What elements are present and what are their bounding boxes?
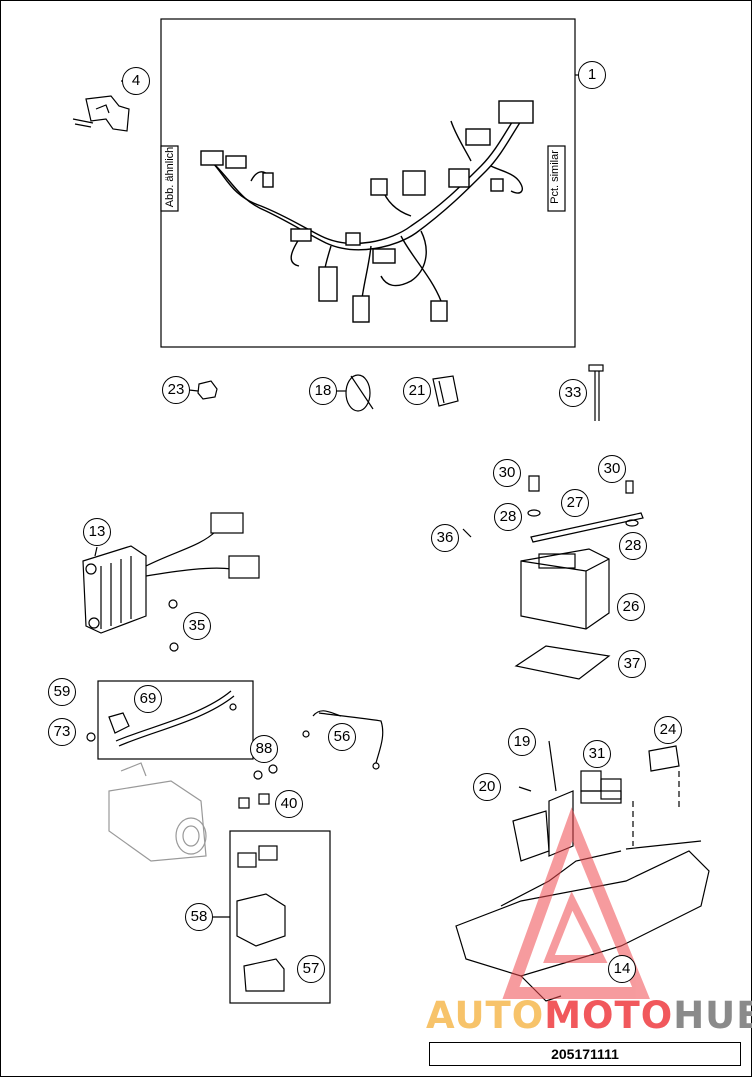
callout-59: 59 [48,678,76,706]
part-23-connector [188,380,218,400]
watermark-text: AUTOMOTOHUB [426,994,752,1037]
harness-right-tab [547,145,566,212]
callout-13: 13 [83,518,111,546]
part-40-fuses [238,793,270,809]
callout-24: 24 [654,716,682,744]
watermark-hub: HUB [673,994,752,1037]
part-88-caps [253,764,278,780]
callout-30-left: 30 [493,459,521,487]
wiring-harness [200,100,534,323]
callout-73: 73 [48,718,76,746]
callout-58: 58 [185,903,213,931]
starter-motor [108,762,207,862]
callout-56: 56 [328,723,356,751]
callout-14: 14 [608,955,636,983]
callout-27: 27 [561,489,589,517]
part-18-cable-tie [335,374,374,412]
callout-31: 31 [583,740,611,768]
callout-30-right: 30 [598,455,626,483]
callout-23: 23 [162,376,190,404]
part-33-probe [588,364,604,421]
callout-88: 88 [250,735,278,763]
part-number: 205171111 [429,1042,741,1066]
part-56-cable [302,710,384,770]
callout-40: 40 [275,790,303,818]
watermark-triangle [502,807,650,999]
callout-4: 4 [122,67,150,95]
callout-21: 21 [403,377,431,405]
part-59-cable [108,690,237,747]
callout-19: 19 [508,728,536,756]
battery-assembly [462,475,644,630]
callout-37: 37 [618,650,646,678]
callout-57: 57 [297,955,325,983]
part-21-cap [432,375,459,407]
harness-label-left: Abb. ähnlich [164,146,176,208]
part-59-frame [97,680,254,760]
part-37-pad [514,645,611,680]
callout-69: 69 [134,685,162,713]
part-13-regulator [82,512,260,652]
callout-28-right: 28 [619,532,647,560]
watermark-moto: MOTO [544,994,674,1037]
callout-1: 1 [578,61,606,89]
callout-20: 20 [473,773,501,801]
part-4-bracket [72,80,139,132]
watermark-auto: AUTO [426,994,545,1037]
callout-18: 18 [309,377,337,405]
part-14-battery-box [455,740,710,1002]
callout-26: 26 [617,593,645,621]
callout-28-left: 28 [494,503,522,531]
callout-33: 33 [559,379,587,407]
part-73-nut [86,732,96,742]
harness-label-right: Pct. similar [549,150,561,204]
callout-35: 35 [183,612,211,640]
harness-left-tab [160,145,179,212]
part-58-relay [236,845,286,992]
callout-36: 36 [431,524,459,552]
